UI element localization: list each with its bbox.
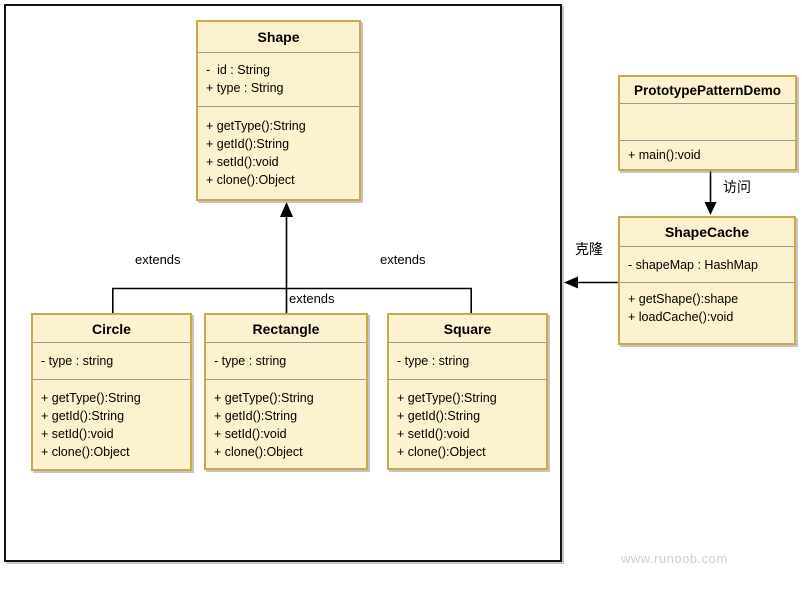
class-method: + setId():void	[397, 427, 470, 441]
class-attribute: - id : String	[206, 63, 270, 77]
class-box-rectangle: Rectangle - type : string + getType():St…	[204, 313, 368, 470]
class-method: + loadCache():void	[628, 310, 734, 324]
extends-label-middle: extends	[289, 291, 335, 306]
class-method: + getId():String	[214, 409, 298, 423]
class-method: + clone():Object	[214, 445, 303, 459]
class-method: + getId():String	[397, 409, 481, 423]
clone-arrowhead-icon	[564, 276, 578, 289]
class-box-shape: Shape - id : String + type : String + ge…	[196, 20, 361, 201]
class-method: + getId():String	[206, 137, 290, 151]
class-method: + getType():String	[214, 391, 314, 405]
class-method: + getShape():shape	[628, 292, 739, 306]
class-box-circle: Circle - type : string + getType():Strin…	[31, 313, 192, 471]
attributes-section: - shapeMap : HashMap	[620, 247, 794, 283]
access-arrowhead-icon	[704, 202, 717, 215]
class-method: + getId():String	[41, 409, 125, 423]
class-method: + setId():void	[206, 155, 279, 169]
class-method: + main():void	[628, 148, 701, 162]
methods-section: + getType():String + getId():String + se…	[206, 380, 366, 468]
attributes-section-empty	[620, 104, 795, 141]
class-method: + clone():Object	[206, 173, 295, 187]
class-method: + getType():String	[41, 391, 141, 405]
class-method: + clone():Object	[41, 445, 130, 459]
class-method: + setId():void	[214, 427, 287, 441]
extends-label-left: extends	[135, 252, 181, 267]
access-label: 访问	[723, 179, 751, 195]
class-title: ShapeCache	[620, 218, 794, 247]
class-attribute: - type : string	[41, 354, 114, 368]
class-attribute: - type : string	[397, 354, 470, 368]
class-title: Shape	[198, 22, 359, 53]
class-title: Rectangle	[206, 315, 366, 343]
methods-section: + main():void	[620, 141, 795, 169]
class-method: + getType():String	[206, 119, 306, 133]
attributes-section: - type : string	[389, 343, 546, 380]
class-title: Circle	[33, 315, 190, 343]
methods-section: + getType():String + getId():String + se…	[389, 380, 546, 468]
class-attribute: + type : String	[206, 81, 284, 95]
class-box-shape-cache: ShapeCache - shapeMap : HashMap + getSha…	[618, 216, 796, 345]
class-title: Square	[389, 315, 546, 343]
methods-section: + getType():String + getId():String + se…	[198, 107, 359, 199]
class-title: PrototypePatternDemo	[620, 77, 795, 104]
methods-section: + getType():String + getId():String + se…	[33, 380, 190, 469]
class-attribute: - type : string	[214, 354, 287, 368]
attributes-section: - type : string	[206, 343, 366, 380]
class-attribute: - shapeMap : HashMap	[628, 258, 758, 272]
diagram-boundary-frame	[4, 4, 562, 562]
attributes-section: - id : String + type : String	[198, 53, 359, 107]
class-method: + setId():void	[41, 427, 114, 441]
methods-section: + getShape():shape + loadCache():void	[620, 283, 794, 343]
class-box-square: Square - type : string + getType():Strin…	[387, 313, 548, 470]
class-method: + clone():Object	[397, 445, 486, 459]
watermark-text: www.runoob.com	[621, 551, 728, 566]
class-method: + getType():String	[397, 391, 497, 405]
extends-label-right: extends	[380, 252, 426, 267]
clone-label: 克隆	[575, 241, 603, 257]
class-box-prototype-pattern-demo: PrototypePatternDemo + main():void	[618, 75, 797, 171]
attributes-section: - type : string	[33, 343, 190, 380]
